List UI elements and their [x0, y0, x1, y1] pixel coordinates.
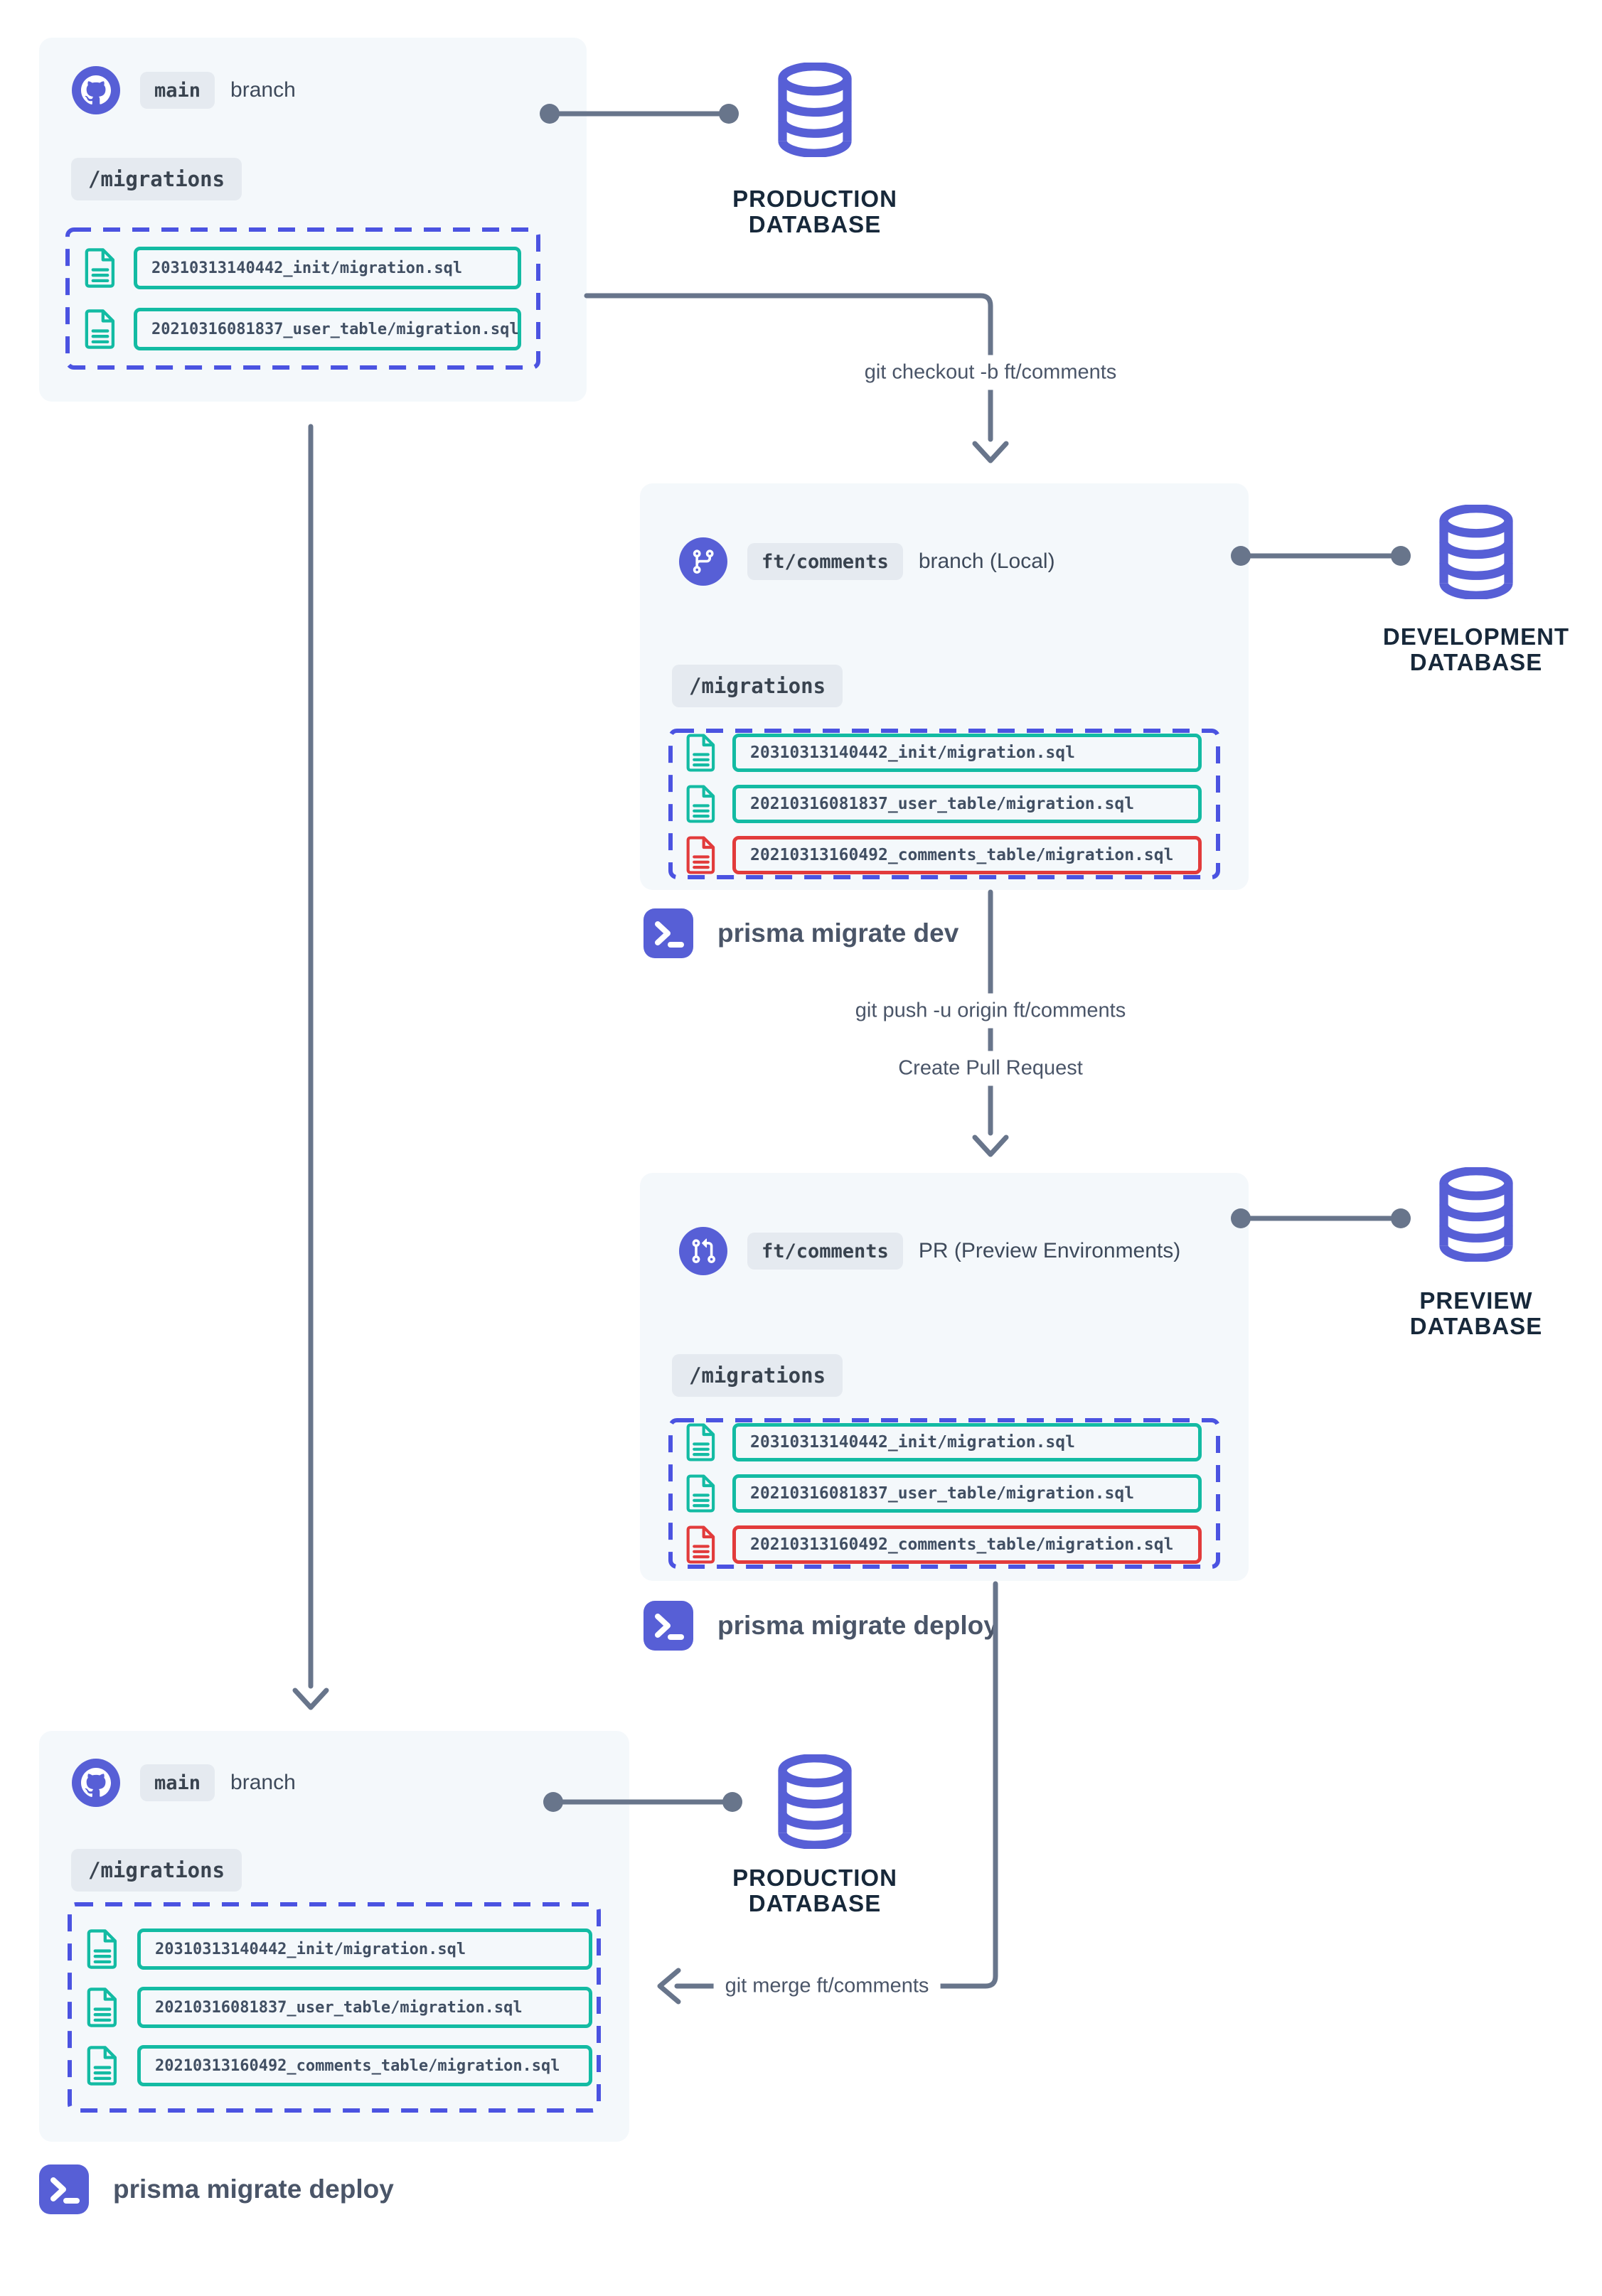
migration-file-name: 20210313160492_comments_table/migration.… [732, 1525, 1202, 1564]
sql-file-icon [85, 309, 115, 349]
migration-file-row: 20310313140442_init/migration.sql [685, 733, 1220, 773]
git-push-label: git push -u origin ft/comments [843, 993, 1138, 1029]
migration-file-name: 20310313140442_init/migration.sql [137, 1928, 592, 1970]
migration-file-row: 20210316081837_user_table/migration.sql [86, 1987, 601, 2028]
db-label-line2: DATABASE [1409, 649, 1543, 675]
production-database-label: PRODUCTION DATABASE [701, 186, 929, 237]
branch-label: branch (Local) [918, 549, 1055, 573]
production-database-label-bottom: PRODUCTION DATABASE [701, 1865, 929, 1916]
github-icon [72, 66, 120, 114]
github-icon-svg [81, 75, 111, 104]
prisma-migrate-deploy-command: prisma migrate deploy [644, 1601, 998, 1651]
dashed-border [668, 1418, 1220, 1569]
preview-database-label: PREVIEW DATABASE [1362, 1288, 1590, 1339]
preview-database-icon [1436, 1166, 1516, 1265]
sql-file-icon-new [686, 1525, 715, 1564]
migration-file-name: 20310313140442_init/migration.sql [134, 247, 521, 289]
git-merge-label: git merge ft/comments [713, 1968, 941, 2004]
sql-file-icon-new [686, 836, 715, 874]
create-pull-request-label: Create Pull Request [887, 1051, 1094, 1086]
prisma-migrate-dev-command: prisma migrate dev [644, 908, 958, 958]
db-label-line1: PRODUCTION [732, 186, 897, 212]
git-pull-request-icon-svg [692, 1238, 716, 1264]
migration-file-name: 20210316081837_user_table/migration.sql [137, 1987, 592, 2028]
terminal-icon [39, 2164, 89, 2214]
migration-file-name: 20210313160492_comments_table/migration.… [732, 836, 1202, 874]
command-label: prisma migrate deploy [717, 1611, 998, 1640]
migrations-folder: 20310313140442_init/migration.sql 202103… [668, 1418, 1220, 1569]
branch-label: branch [230, 1771, 296, 1794]
git-checkout-label: git checkout -b ft/comments [853, 355, 1128, 390]
sql-file-icon [85, 248, 115, 288]
migration-file-name: 20210316081837_user_table/migration.sql [732, 1474, 1202, 1513]
migrations-dir-badge: /migrations [672, 1354, 843, 1397]
migration-file-row-new: 20210313160492_comments_table/migration.… [685, 1525, 1220, 1565]
branch-label: branch [230, 78, 296, 102]
migration-file-row: 20210316081837_user_table/migration.sql [84, 308, 540, 350]
migration-file-row: 20310313140442_init/migration.sql [84, 247, 540, 289]
sql-file-icon [686, 785, 715, 823]
migrations-dir-badge: /migrations [71, 1849, 242, 1892]
sql-file-icon [686, 1474, 715, 1513]
git-branch-icon [679, 537, 727, 586]
migration-file-row: 20210313160492_comments_table/migration.… [86, 2045, 601, 2086]
sql-file-icon [87, 2046, 117, 2086]
git-pull-request-icon [679, 1227, 727, 1275]
terminal-icon [644, 1601, 693, 1651]
development-database-icon [1436, 504, 1516, 603]
migration-file-name: 20210316081837_user_table/migration.sql [732, 785, 1202, 823]
pr-label: PR (Preview Environments) [918, 1239, 1181, 1262]
migrations-folder: 20310313140442_init/migration.sql 202103… [668, 729, 1220, 879]
migrations-dir-badge: /migrations [71, 158, 242, 200]
main-branch-panel-bottom: main branch /migrations 20310313140442_i… [39, 1731, 629, 2142]
migrations-dir-badge: /migrations [672, 665, 843, 707]
sql-file-icon [686, 1423, 715, 1461]
development-database-label: DEVELOPMENT DATABASE [1362, 624, 1590, 675]
db-label-line1: DEVELOPMENT [1382, 623, 1570, 650]
command-label: prisma migrate deploy [113, 2174, 394, 2204]
feature-branch-panel: ft/comments branch (Local) /migrations 2… [640, 483, 1249, 890]
migration-file-name: 20310313140442_init/migration.sql [732, 1423, 1202, 1461]
migration-file-row-new: 20210313160492_comments_table/migration.… [685, 835, 1220, 875]
migration-file-row: 20210316081837_user_table/migration.sql [685, 1474, 1220, 1513]
db-label-line2: DATABASE [748, 1890, 882, 1916]
sql-file-icon [87, 1987, 117, 2027]
branch-name-badge: ft/comments [747, 1233, 903, 1270]
dashed-border [68, 1902, 601, 2113]
db-label-line2: DATABASE [1409, 1313, 1543, 1339]
command-label: prisma migrate dev [717, 918, 959, 948]
branch-name-badge: main [140, 72, 215, 109]
terminal-icon [644, 908, 693, 958]
db-label-line1: PREVIEW [1419, 1287, 1533, 1314]
branch-name-badge: ft/comments [747, 543, 903, 580]
github-icon-svg [81, 1768, 111, 1797]
git-branch-icon-svg [693, 549, 714, 574]
sql-file-icon [87, 1929, 117, 1969]
migration-file-row: 20310313140442_init/migration.sql [685, 1422, 1220, 1462]
migration-file-name: 20210313160492_comments_table/migration.… [137, 2045, 592, 2086]
dashed-border [668, 729, 1220, 879]
migration-file-row: 20210316081837_user_table/migration.sql [685, 784, 1220, 824]
migration-file-name: 20210316081837_user_table/migration.sql [134, 308, 521, 350]
migrations-folder: 20310313140442_init/migration.sql 202103… [65, 227, 540, 370]
sql-file-icon [686, 734, 715, 772]
prisma-migrate-deploy-command-bottom: prisma migrate deploy [39, 2164, 394, 2214]
pull-request-panel: ft/comments PR (Preview Environments) /m… [640, 1173, 1249, 1581]
migration-file-name: 20310313140442_init/migration.sql [732, 734, 1202, 772]
db-label-line2: DATABASE [748, 211, 882, 237]
production-database-icon [775, 62, 855, 161]
migrations-folder: 20310313140442_init/migration.sql 202103… [68, 1902, 601, 2113]
main-branch-panel-top: main branch /migrations 20310313140442_i… [39, 38, 587, 402]
production-database-icon-bottom [775, 1754, 855, 1852]
db-label-line1: PRODUCTION [732, 1865, 897, 1891]
migration-file-row: 20310313140442_init/migration.sql [86, 1928, 601, 1970]
dashed-border [65, 227, 540, 370]
branch-name-badge: main [140, 1764, 215, 1801]
github-icon [72, 1759, 120, 1807]
